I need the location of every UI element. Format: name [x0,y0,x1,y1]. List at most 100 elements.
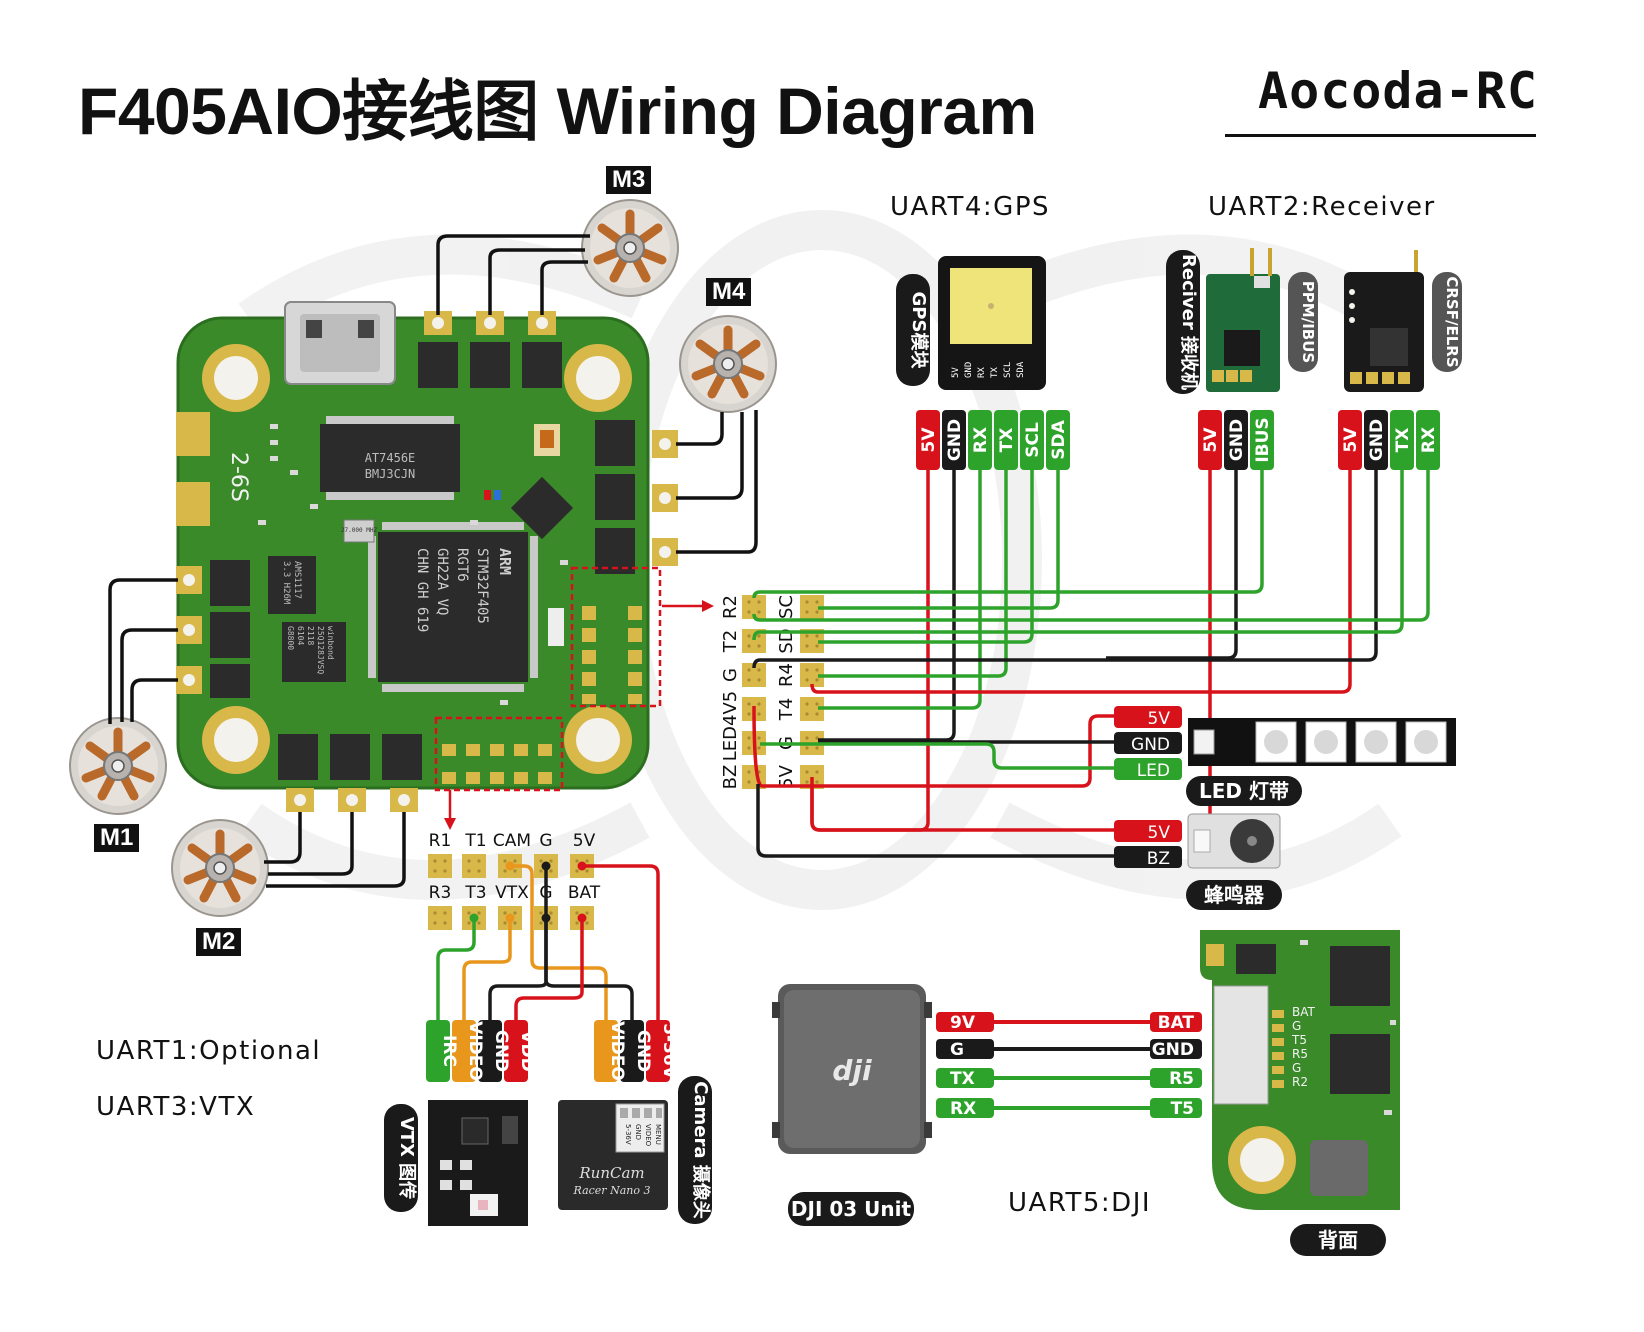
ldo-line2: 3.3 H26M [281,561,291,605]
gps-pin-gnd: GND [945,419,965,461]
led-pin-5v: 5V [1148,709,1171,729]
motor-m2 [172,820,268,916]
vtx-label: VTX 图传 [396,1117,418,1199]
led-pin-gnd: GND [1131,735,1170,755]
gps-module-pin-gnd: GND [964,362,974,378]
motor-m1-label: M1 [94,824,140,852]
buzzer [1187,813,1281,869]
brand-underline [1225,134,1536,137]
receiver-ppm-connector: 5V GND IBUS [1198,410,1274,470]
camera-connector: VIDEO GND 5-36V [594,1020,679,1082]
buzzer-connector: 5V BZ [1114,820,1182,869]
bottom-pad-cam: CAM [493,831,531,851]
camera-pin-5-36v: 5-36V [659,1023,679,1080]
motor-m4-label: M4 [706,278,752,306]
uart3-label: UART3:VTX [96,1092,256,1122]
motor-m2-label: M2 [196,928,242,956]
crsf-pin-5v: 5V [1341,427,1361,453]
dji-pin-bat: BAT [1158,1013,1195,1033]
osd-chip-line2: BMJ3CJN [365,467,416,481]
bottom-pad-t1: T1 [464,831,486,851]
vtx-pin-vdd: VDD [517,1030,537,1071]
flash-line5: G8800 [286,626,295,650]
mcu-line2: RGT6 [454,548,470,582]
motor-m4 [680,316,776,412]
bottom-pad-5v: 5V [573,831,596,851]
buzzer-pin-bz: BZ [1147,849,1170,869]
gps-pin-tx: TX [997,428,1017,453]
gps-module-pin-rx: RX [977,367,987,378]
back-pad-bat: BAT [1292,1005,1316,1019]
pad-label-t4: T4 [776,698,797,721]
ldo-line1: AMS1117 [292,561,302,599]
receiver-label: Reciver 接收机 [1178,254,1200,390]
dji-pin-tx: TX [950,1069,975,1089]
vtx-pin-gnd: GND [491,1030,511,1072]
gps-module-label-pill: GPS模块 [896,274,930,386]
bottom-pad-g1: G [539,831,552,851]
crsf-label-pill: CRSF/ELRS [1432,272,1462,372]
pad-label-t2: T2 [720,630,741,653]
uart2-label: UART2:Receiver [1208,192,1436,222]
dji-pin-gnd: GND [1152,1040,1194,1060]
dji-pin-rx: RX [950,1099,976,1119]
receiver-ppm-module [1206,248,1280,392]
receiver-crsf-connector: 5V GND TX RX [1338,410,1440,470]
mcu-line4: CHN GH 619 [414,548,430,632]
pad-label-led4v5: LED4V5 [720,691,741,761]
camera-conn-pin-1: 5-36V [624,1124,632,1145]
gps-module: 5V GND RX TX SCL SDA [938,256,1046,390]
back-pad-r2: R2 [1292,1075,1308,1089]
pad-label-g: G [720,668,741,682]
gps-module-label: GPS模块 [908,292,930,370]
mcu-line1: STM32F405 [474,548,490,624]
brand-logo: Aocoda-RC [1258,62,1538,120]
gps-module-pin-tx: TX [990,367,1000,378]
gps-pin-sda: SDA [1049,419,1069,459]
dji-logo: dji [832,1054,872,1087]
buzzer-label: 蜂鸣器 [1186,880,1282,910]
gps-module-pin-5v: 5V [951,367,961,378]
receiver-label-pill: Reciver 接收机 [1166,250,1200,394]
bottom-pad-bat: BAT [568,883,601,903]
camera-model: Racer Nano 3 [573,1184,651,1197]
gps-pin-scl: SCL [1023,422,1043,458]
camera-conn-pin-2: GND [634,1124,642,1140]
vtx-module [428,1100,528,1226]
receiver-crsf-module [1344,250,1424,392]
vtx-pin-video: VIDEO [465,1021,485,1081]
gps-pin-rx: RX [971,427,991,453]
dji-unit-label: DJI 03 Unit [788,1192,914,1226]
ppm-label-pill: PPM/IBUS [1288,272,1318,372]
led-connector: 5V GND LED [1114,706,1182,781]
led-pin-led: LED [1137,761,1170,781]
uart4-label: UART4:GPS [890,192,1051,222]
pad-label-sd: SD [776,628,797,653]
dji-pin-g: G [950,1040,964,1060]
ppm-pin-gnd: GND [1227,419,1247,461]
back-pad-g2: G [1292,1061,1301,1075]
gps-module-pin-sda: SDA [1016,361,1026,378]
vtx-connector: IRC VIDEO GND VDD [426,1020,537,1082]
crsf-pin-rx: RX [1419,427,1439,453]
board-back-view: BAT G T5 R5 G R2 [1200,930,1400,1210]
bottom-pad-r1: R1 [429,831,452,851]
bottom-pad-t3: T3 [464,883,486,903]
mcu-arm-text: ARM [496,548,514,575]
motor-m1 [70,718,166,814]
ppm-pin-5v: 5V [1201,427,1221,453]
osd-chip-line1: AT7456E [365,451,416,465]
dji-right-pins: BAT GND R5 T5 [1150,1012,1202,1119]
crsf-label: CRSF/ELRS [1443,276,1461,367]
back-view-label: 背面 [1290,1224,1386,1256]
led-strip [1188,718,1456,766]
camera-conn-pin-3: VIDEO [644,1124,652,1147]
crsf-pin-tx: TX [1393,428,1413,453]
camera-brand: RunCam [578,1164,644,1182]
pad-label-r4: R4 [776,663,797,687]
camera-conn-pin-4: MENU [654,1124,662,1145]
vtx-pin-irc: IRC [439,1035,459,1067]
dji-pin-t5: T5 [1171,1099,1194,1119]
gps-module-pin-scl: SCL [1003,362,1013,378]
pad-label-sc: SC [776,595,797,619]
